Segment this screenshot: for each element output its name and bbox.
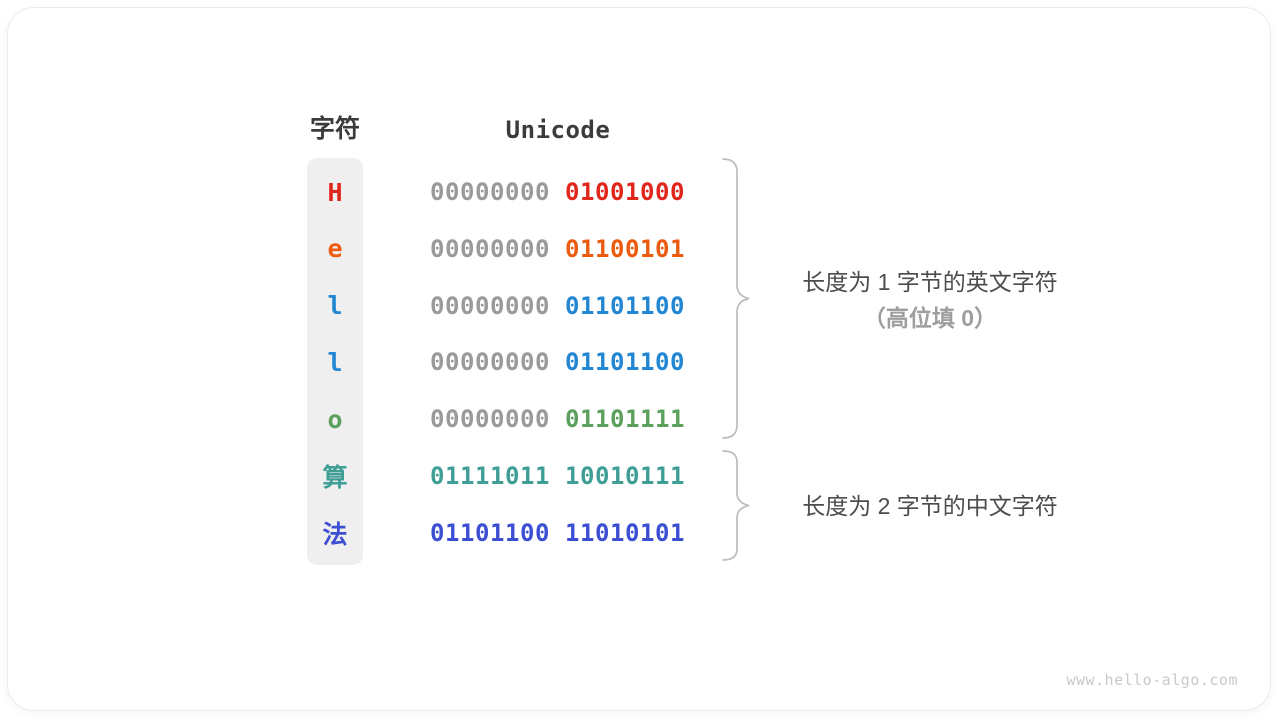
column-header-character: 字符 [309, 115, 360, 143]
encoding-row: o 00000000 01101111 [0, 391, 1280, 448]
encoding-row: H 00000000 01001000 [0, 164, 1280, 221]
code-bits: 01101100 [565, 291, 685, 320]
code-bits: 01101100 11010101 [430, 518, 685, 547]
encoding-row: l 00000000 01101100 [0, 277, 1280, 334]
unicode-bits-cell: 00000000 01101111 [430, 391, 685, 448]
character-cell: l [327, 347, 343, 377]
code-bits: 01111011 10010111 [430, 462, 685, 491]
figure-card [8, 8, 1270, 710]
column-header-unicode: Unicode [505, 116, 611, 144]
character-cell: 算 [322, 463, 348, 493]
watermark: www.hello-algo.com [1066, 671, 1238, 689]
padding-bits: 00000000 [430, 348, 565, 377]
character-cell: l [327, 291, 343, 321]
padding-bits: 00000000 [430, 405, 565, 434]
annotation-english-line1: 长度为 1 字节的英文字符 [802, 269, 1058, 295]
encoding-row: l 00000000 01101100 [0, 334, 1280, 391]
unicode-bits-cell: 01111011 10010111 [430, 448, 685, 505]
annotation-chinese-group: 长度为 2 字节的中文字符 [802, 493, 1058, 519]
encoding-row: 算 01111011 10010111 [0, 448, 1280, 505]
annotation-english-group: 长度为 1 字节的英文字符 （高位填 0） [745, 264, 1115, 336]
padding-bits: 00000000 [430, 234, 565, 263]
unicode-bits-cell: 01101100 11010101 [430, 504, 685, 561]
unicode-bits-cell: 00000000 01100101 [430, 220, 685, 277]
character-cell: e [327, 234, 343, 264]
character-cell: H [327, 177, 343, 207]
annotation-english-line2: （高位填 0） [862, 305, 998, 331]
character-column-background [307, 158, 363, 565]
unicode-bits-cell: 00000000 01001000 [430, 164, 685, 221]
encoding-row: e 00000000 01100101 [0, 220, 1280, 277]
code-bits: 01101100 [565, 348, 685, 377]
padding-bits: 00000000 [430, 178, 565, 206]
code-bits: 01101111 [565, 405, 685, 434]
code-bits: 01001000 [565, 178, 685, 206]
unicode-bits-cell: 00000000 01101100 [430, 277, 685, 334]
character-cell: o [327, 404, 343, 434]
code-bits: 01100101 [565, 234, 685, 263]
padding-bits: 00000000 [430, 291, 565, 320]
encoding-row: 法 01101100 11010101 [0, 504, 1280, 561]
unicode-bits-cell: 00000000 01101100 [430, 334, 685, 391]
character-cell: 法 [322, 519, 348, 549]
